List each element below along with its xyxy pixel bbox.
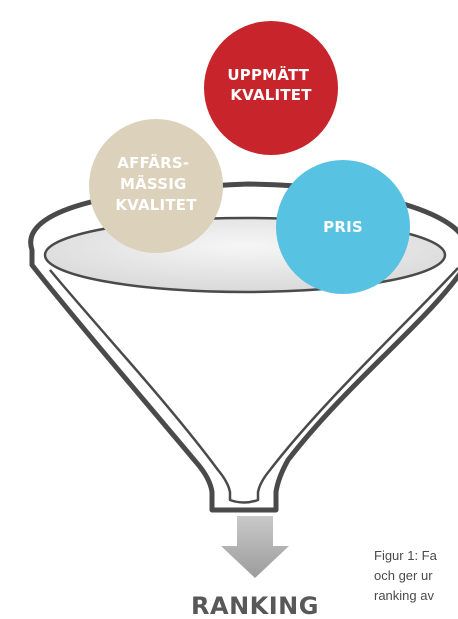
bubble-business-quality: AFFÄRS- MÄSSIG KVALITET	[89, 119, 223, 253]
bubble-price-circle	[276, 160, 410, 294]
bubble-measured-quality-line-1: UPPMÄTT	[227, 65, 309, 84]
figure-caption-line-3: ranking av	[374, 588, 434, 603]
bubble-business-quality-line-1: AFFÄRS-	[117, 153, 189, 172]
bubble-business-quality-label: AFFÄRS- MÄSSIG KVALITET	[115, 153, 197, 214]
bubble-price-label: PRIS	[323, 218, 363, 236]
bubble-measured-quality-line-2: KVALITET	[230, 86, 312, 104]
bubble-measured-quality: UPPMÄTT KVALITET	[204, 21, 338, 155]
figure-caption-line-1: Figur 1: Fa	[374, 548, 437, 563]
down-arrow-icon	[221, 516, 289, 578]
bubble-business-quality-line-3: KVALITET	[115, 196, 197, 214]
bubble-measured-quality-label: UPPMÄTT KVALITET	[227, 65, 314, 104]
bubble-price-line-1: PRIS	[323, 218, 363, 236]
bubble-business-quality-circle	[89, 119, 223, 253]
bubble-measured-quality-circle	[204, 21, 338, 155]
funnel-inner-line	[49, 267, 458, 504]
figure-caption-line-2: och ger ur	[374, 568, 433, 583]
ranking-label: RANKING	[191, 592, 319, 619]
figure-caption: Figur 1: Fa och ger ur ranking av	[374, 546, 458, 606]
bubble-business-quality-line-2: MÄSSIG	[120, 174, 187, 193]
bubble-price: PRIS	[276, 160, 410, 294]
